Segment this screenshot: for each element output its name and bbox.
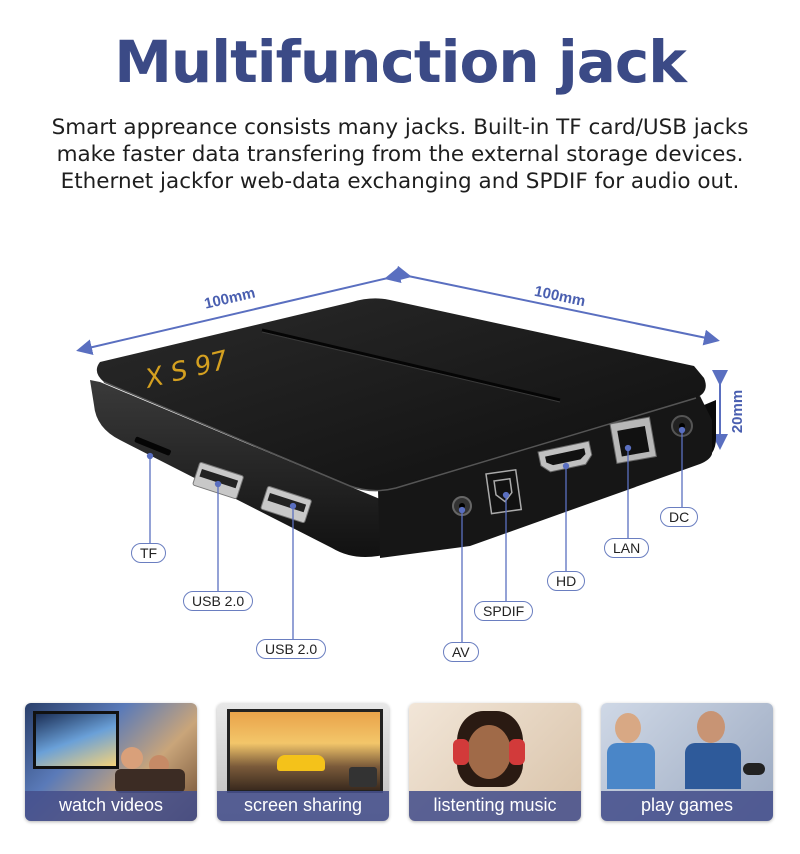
width-arrow — [76, 267, 402, 356]
feature-play-games: play games — [601, 703, 773, 821]
callout-hd: HD — [547, 571, 586, 591]
callout-lan: LAN — [604, 538, 650, 558]
description-line: Ethernet jackfor web-data exchanging and… — [60, 169, 740, 194]
device-illustration: X S 97 — [76, 265, 728, 643]
description-line: make faster data transfering from the ex… — [56, 142, 744, 167]
usb-port-1 — [192, 462, 244, 500]
usb-port-2 — [260, 486, 312, 524]
callout-spdif: SPDIF — [474, 601, 534, 621]
feature-label: listenting music — [409, 791, 581, 821]
gamers-photo — [615, 713, 641, 743]
feature-screen-sharing: screen sharing — [217, 703, 389, 821]
feature-listening-music: listenting music — [409, 703, 581, 821]
callout-tf: TF — [131, 543, 167, 563]
callout-usb-1: USB 2.0 — [183, 591, 254, 611]
spdif-port — [485, 468, 523, 515]
feature-label: play games — [601, 791, 773, 821]
height-label: 20mm — [729, 389, 747, 434]
description-line: Smart appreance consists many jacks. Bui… — [51, 115, 749, 140]
callout-usb-2: USB 2.0 — [256, 639, 327, 659]
description: Smart appreance consists many jacks. Bui… — [0, 114, 800, 195]
tv-viewing-photo — [33, 711, 119, 769]
callout-av: AV — [443, 642, 479, 662]
feature-label: screen sharing — [217, 791, 389, 821]
lan-port — [609, 416, 657, 464]
hdmi-port — [537, 440, 593, 473]
page-title: Multifunction jack — [114, 28, 687, 96]
tf-slot — [134, 436, 171, 456]
device-left-side — [90, 380, 430, 557]
feature-label: watch videos — [25, 791, 197, 821]
callout-dc: DC — [660, 507, 699, 527]
depth-arrow — [394, 265, 720, 346]
feature-watch-videos: watch videos — [25, 703, 197, 821]
